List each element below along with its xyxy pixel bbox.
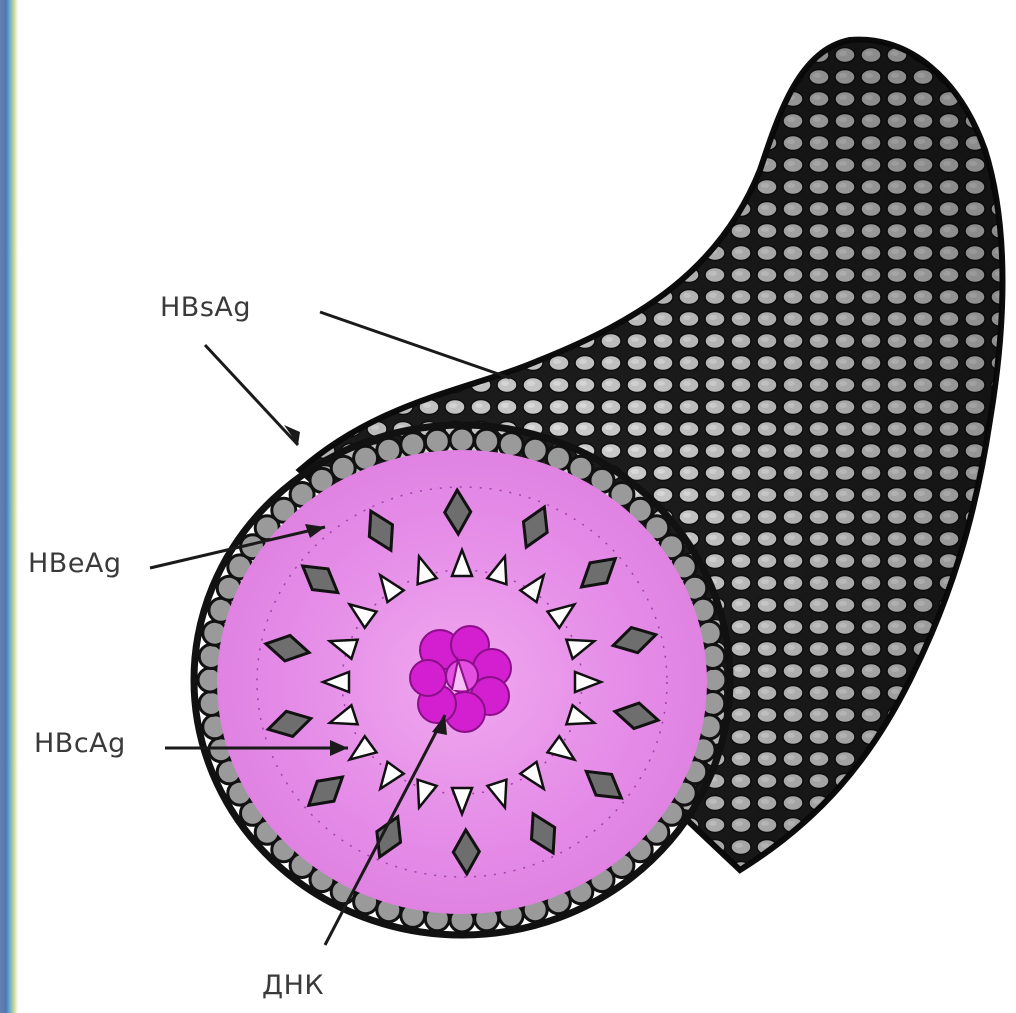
hbsag-pointer-tube <box>320 312 510 378</box>
label-hbcag: HBcAg <box>34 728 126 759</box>
surface-antigen-bead <box>450 428 474 452</box>
label-hbsag: HBsAg <box>160 292 251 323</box>
surface-antigen-bead <box>401 433 425 457</box>
surface-antigen-bead <box>475 429 499 453</box>
label-hbeag: HBeAg <box>28 548 122 579</box>
hbsag-pointer-ring <box>205 345 298 445</box>
surface-antigen-bead <box>425 429 449 453</box>
label-dnk: ДНК <box>262 970 324 1001</box>
surface-antigen-bead <box>499 433 523 457</box>
